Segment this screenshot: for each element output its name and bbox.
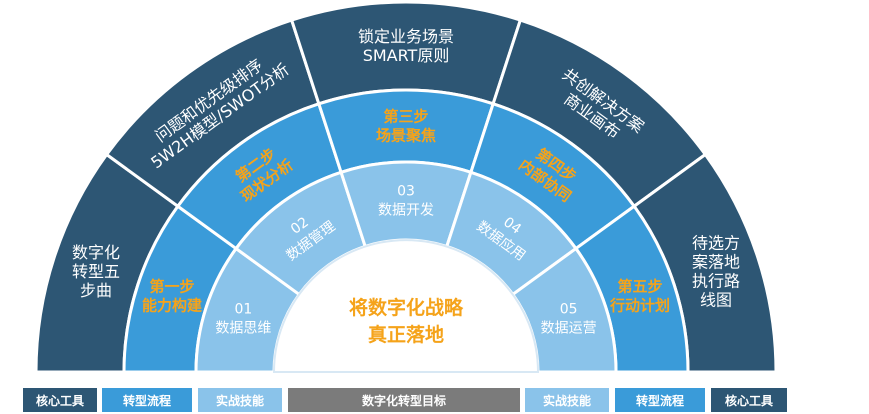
inner-ring-text-5-1: 05 bbox=[560, 302, 578, 318]
legend-process-right: 转型流程 bbox=[615, 388, 705, 412]
center-title-line-1: 将数字化战略 bbox=[349, 296, 464, 319]
inner-ring-text-1-2: 数据思维 bbox=[215, 321, 271, 337]
outer-ring-text-5-2: 案落地 bbox=[692, 252, 740, 271]
middle-ring-text-5-1: 第五步 bbox=[617, 277, 662, 295]
inner-ring-text-3-1: 03 bbox=[397, 184, 415, 200]
outer-ring-text-1-2: 转型五 bbox=[72, 262, 120, 281]
legend-core-tools-left: 核心工具 bbox=[23, 388, 97, 412]
inner-ring-text-3-2: 数据开发 bbox=[378, 203, 434, 219]
outer-ring-text-1-1: 数字化 bbox=[72, 243, 120, 262]
center-title-line-2: 真正落地 bbox=[368, 323, 444, 346]
inner-ring-text-5-2: 数据运营 bbox=[541, 321, 597, 337]
inner-ring-label-3: 03 数据开发 bbox=[378, 184, 434, 219]
middle-ring-text-3-2: 场景聚焦 bbox=[376, 127, 436, 145]
legend-process-left: 转型流程 bbox=[102, 388, 192, 412]
legend-skills-right: 实战技能 bbox=[525, 388, 609, 412]
inner-ring-text-1-1: 01 bbox=[234, 302, 252, 318]
legend-skills-left: 实战技能 bbox=[198, 388, 282, 412]
legend-core-tools-right: 核心工具 bbox=[711, 388, 787, 412]
inner-ring-label-5: 05 数据运营 bbox=[541, 302, 597, 337]
legend-goal: 数字化转型目标 bbox=[288, 388, 520, 412]
outer-ring-text-5-4: 线图 bbox=[700, 290, 732, 309]
middle-ring-text-5-2: 行动计划 bbox=[609, 296, 670, 314]
outer-ring-text-5-3: 执行路 bbox=[692, 271, 740, 290]
outer-ring-text-3-2: SMART原则 bbox=[363, 46, 450, 65]
outer-ring-text-1-3: 步曲 bbox=[80, 281, 112, 300]
outer-ring-text-3-1: 锁定业务场景 bbox=[358, 27, 454, 46]
middle-ring-text-1-1: 第一步 bbox=[150, 277, 195, 295]
inner-ring-label-1: 01 数据思维 bbox=[215, 302, 271, 337]
outer-ring-text-5-1: 待选方 bbox=[692, 233, 740, 252]
center-disc bbox=[272, 239, 540, 373]
middle-ring-text-1-2: 能力构建 bbox=[142, 296, 203, 314]
middle-ring-text-3-1: 第三步 bbox=[383, 108, 428, 126]
